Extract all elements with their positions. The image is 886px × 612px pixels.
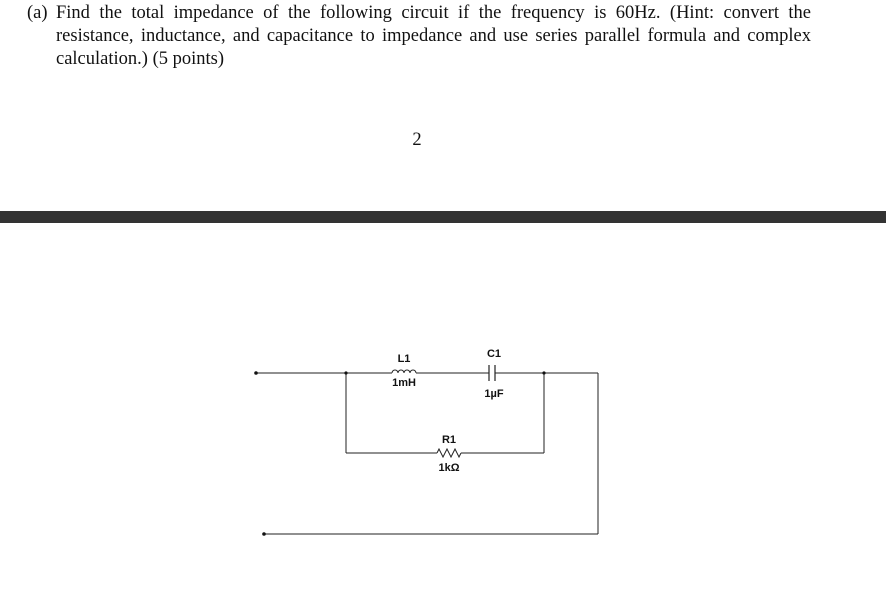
circuit-diagram: L1 1mH C1 1µF R1 1kΩ <box>254 348 599 536</box>
question-label: (a) <box>27 3 48 23</box>
page-divider <box>0 211 886 223</box>
terminal-top <box>254 371 258 375</box>
resistor-name-label: R1 <box>442 434 456 446</box>
inductor-symbol <box>391 369 417 374</box>
node-left <box>344 371 348 375</box>
question-body: Find the total impedance of the followin… <box>56 3 811 69</box>
inductor-name-label: L1 <box>398 353 411 365</box>
resistor-value-label: 1kΩ <box>438 462 459 474</box>
resistor-symbol <box>436 447 462 459</box>
node-right <box>542 371 546 375</box>
inductor-value-label: 1mH <box>392 377 416 389</box>
capacitor-symbol <box>488 365 496 381</box>
circuit-wires <box>256 372 599 535</box>
capacitor-name-label: C1 <box>487 348 501 360</box>
capacitor-value-label: 1µF <box>484 388 503 400</box>
page-number: 2 <box>412 130 422 150</box>
question-text-block: (a) Find the total impedance of the foll… <box>27 2 811 71</box>
terminal-bottom <box>262 532 266 536</box>
